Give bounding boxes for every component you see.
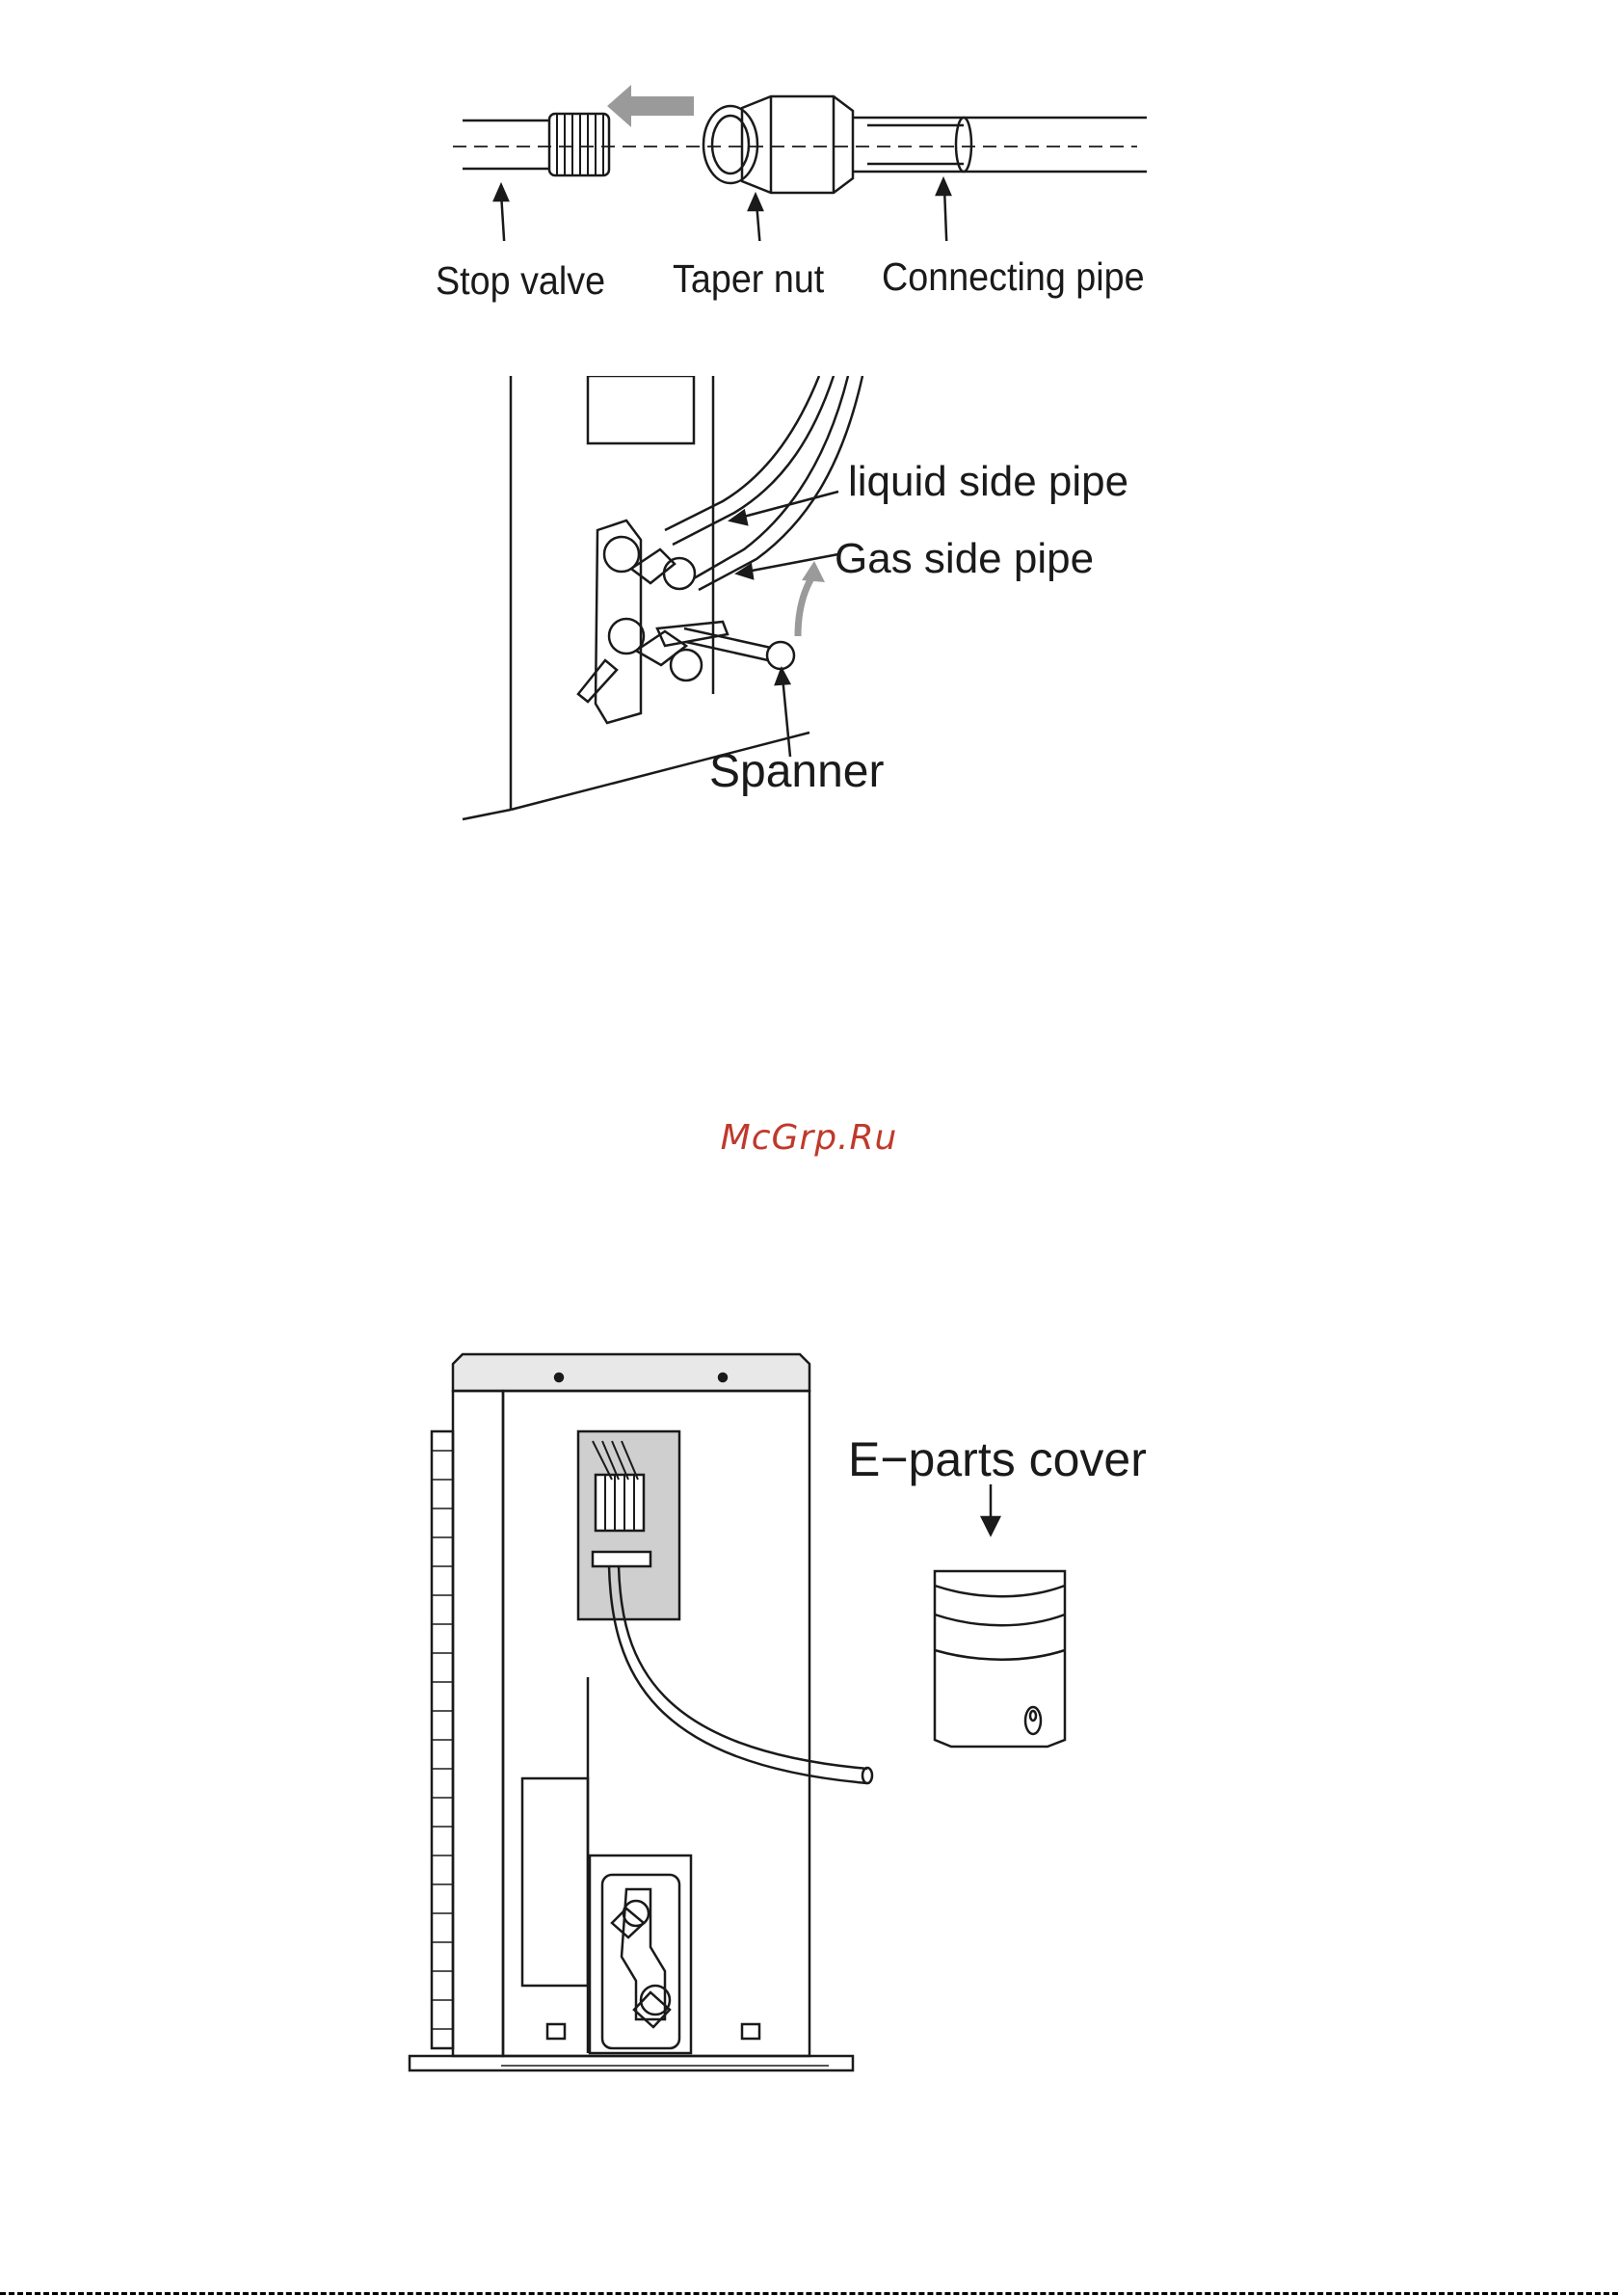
label-connecting-pipe: Connecting pipe (882, 254, 1145, 300)
e-parts-cover-diagram (920, 1484, 1084, 1774)
label-e-parts-cover: E−parts cover (848, 1431, 1147, 1487)
watermark: McGrp.Ru (0, 1118, 1618, 1158)
outdoor-unit-diagram (405, 1345, 887, 2125)
label-spanner: Spanner (709, 745, 884, 798)
label-stop-valve: Stop valve (436, 258, 605, 304)
label-liquid-side-pipe: liquid side pipe (848, 458, 1128, 506)
page-bottom-rule (0, 2292, 1618, 2295)
label-taper-nut: Taper nut (673, 256, 824, 302)
label-gas-side-pipe: Gas side pipe (835, 535, 1094, 583)
flare-connection-diagram (453, 67, 1166, 241)
